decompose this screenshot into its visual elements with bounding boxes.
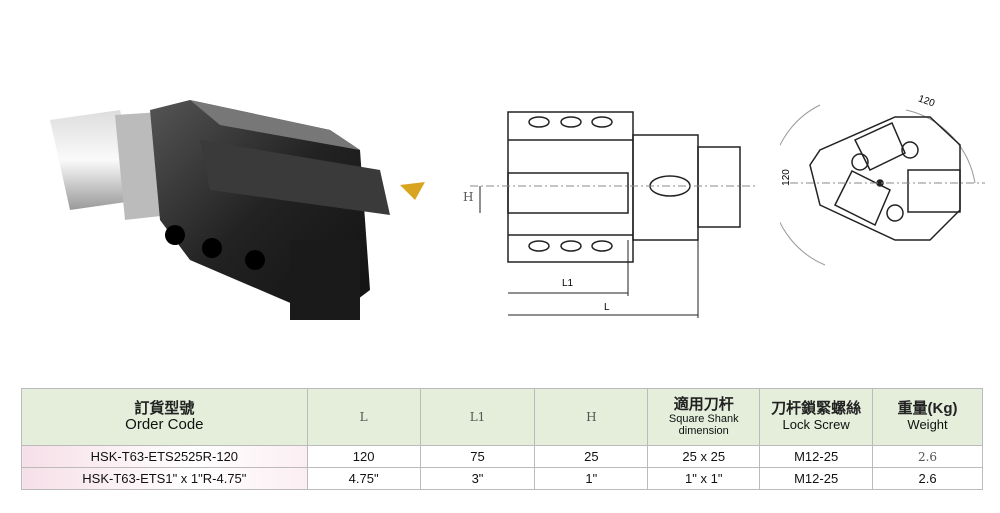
cell-H: 25 [534,445,649,468]
header-zh: 重量(Kg) [897,400,958,417]
header-L: L [306,388,421,446]
cell-order-code: HSK-T63-ETS2525R-120 [21,445,308,468]
cell-L1: 75 [419,445,536,468]
end-view-drawing [780,104,985,266]
dim-L-label: L [604,302,610,313]
cell-shank: 1" x 1" [647,467,761,490]
header-en: Square Shank dimension [668,413,739,437]
angle-label-left: 120 [780,169,792,186]
header-zh: 刀杆鎖緊螺絲 [771,400,862,417]
header-en: Lock Screw [782,417,850,432]
header-en: Weight [907,417,948,432]
table-row: HSK-T63-ETS1" x 1"R-4.75" 4.75" 3" 1" 1"… [21,467,983,490]
header-zh: 適用刀杆 [673,396,734,413]
table-row: HSK-T63-ETS2525R-120 120 75 25 25 x 25 M… [21,445,983,468]
side-view-drawing [470,111,755,318]
header-L1: L1 [419,388,536,446]
cell-lock-screw: M12-25 [759,445,874,468]
tool-holder-photo [50,100,425,320]
header-H: H [534,388,649,446]
header-weight: 重量(Kg)Weight [872,388,983,446]
cell-H: 1" [534,467,649,490]
header-zh: 訂貨型號 [134,400,195,417]
dim-L1-label: L1 [562,278,574,289]
cell-L1: 3" [419,467,536,490]
cell-lock-screw: M12-25 [759,467,874,490]
cell-L: 4.75" [306,467,421,490]
dim-H-label: H [463,190,474,204]
cell-shank: 25 x 25 [647,445,761,468]
cell-weight: 2.6 [872,467,983,490]
cell-order-code: HSK-T63-ETS1" x 1"R-4.75" [21,467,308,490]
header-en: Order Code [125,416,204,433]
cell-weight: 2.6 [872,445,983,468]
cell-L: 120 [306,445,421,468]
